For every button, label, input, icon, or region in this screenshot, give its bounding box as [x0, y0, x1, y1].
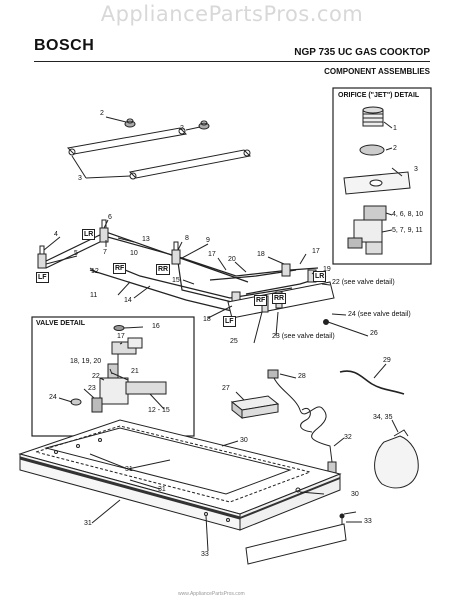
- brand-logo: BOSCH: [34, 37, 95, 54]
- valve-assembly-part: [70, 325, 167, 413]
- burner-bracket-upper: [66, 127, 188, 155]
- callout-2: 2: [180, 125, 184, 132]
- callout-22: 22 (see valve detail): [332, 279, 395, 286]
- callout-9: 9: [206, 237, 210, 244]
- callout-29: 29: [383, 357, 391, 364]
- callout-18: 18: [257, 251, 265, 258]
- tag-rf: RF: [254, 295, 268, 306]
- orifice-detail-box: [332, 87, 432, 265]
- front-trim-strip: [245, 513, 347, 565]
- callout-7: 7: [103, 249, 107, 256]
- tag-lr: LR: [313, 271, 327, 282]
- valve-detail-title: VALVE DETAIL: [36, 320, 85, 327]
- valve-callout-12-15: 12 - 15: [148, 407, 170, 414]
- callout-31: 31: [84, 520, 92, 527]
- callout-27: 27: [222, 385, 230, 392]
- tag-lr: LR: [82, 229, 96, 240]
- orifice-callout-4-6-8-10: 4, 6, 8, 10: [392, 211, 424, 218]
- tube-fitting: [171, 241, 181, 265]
- tag-rf: RF: [113, 263, 127, 274]
- bracket-nut: [124, 118, 136, 128]
- callout-5: 5: [74, 250, 78, 257]
- tag-rr: RR: [156, 264, 171, 275]
- cooktop-tray: [18, 419, 342, 531]
- callout-31: 31: [158, 486, 166, 493]
- orifice-callout-3: 3: [414, 166, 418, 173]
- callout-24: 24 (see valve detail): [348, 311, 411, 318]
- callout-20: 20: [228, 256, 236, 263]
- callout-30: 30: [351, 491, 359, 498]
- callout-34-35: 34, 35: [373, 414, 393, 421]
- callout-32: 32: [344, 434, 352, 441]
- callout-11: 11: [90, 292, 98, 299]
- orifice-holder-part: [347, 205, 387, 255]
- tag-lf: LF: [223, 316, 236, 327]
- tag-lf: LF: [36, 272, 49, 283]
- valve-callout-16: 16: [152, 323, 160, 330]
- orifice-ring-part: [359, 144, 385, 156]
- site-watermark: AppliancePartsPros.com: [100, 2, 364, 26]
- tag-rr: RR: [272, 293, 287, 304]
- power-cord-part: [339, 370, 405, 395]
- callout-18: 18: [203, 316, 211, 323]
- callout-4: 4: [54, 231, 58, 238]
- callout-14: 14: [124, 297, 132, 304]
- spark-module: [230, 395, 280, 420]
- orifice-plate-part: [343, 171, 411, 195]
- callout-15: 15: [172, 277, 180, 284]
- callout-30: 30: [240, 437, 248, 444]
- bracket-nut: [198, 120, 210, 130]
- header-rule: [34, 61, 430, 62]
- valve-callout-18-19-20: 18, 19, 20: [70, 358, 102, 365]
- callout-19: 19: [323, 266, 331, 273]
- section-title: COMPONENT ASSEMBLIES: [324, 67, 430, 76]
- footer-url: www.AppliancePartsPros.com: [178, 591, 245, 597]
- callout-23: 23 (see valve detail): [272, 333, 335, 340]
- valve-callout-24: 24: [49, 394, 57, 401]
- callout-25: 25: [230, 338, 238, 345]
- valve-callout-22: 22: [92, 373, 100, 380]
- callout-6: 6: [108, 214, 112, 221]
- orifice-callout-2: 2: [393, 145, 397, 152]
- parts-bag: [374, 429, 419, 489]
- callout-33: 33: [201, 551, 209, 558]
- model-title: NGP 735 UC GAS COOKTOP: [294, 47, 430, 58]
- tube-fitting: [281, 263, 291, 277]
- valve-callout-21: 21: [131, 368, 139, 375]
- burner-bracket-lower: [128, 149, 252, 179]
- valve-callout-17: 17: [117, 333, 125, 340]
- callout-31: 31: [125, 466, 133, 473]
- callout-10: 10: [130, 250, 138, 257]
- orifice-callout-1: 1: [393, 125, 397, 132]
- callout-17: 17: [208, 251, 216, 258]
- callout-26: 26: [370, 330, 378, 337]
- valve-callout-23: 23: [88, 385, 96, 392]
- orifice-callout-5-7-9-11: 5, 7, 9, 11: [392, 227, 423, 234]
- callout-33: 33: [364, 518, 372, 525]
- callout-2: 2: [100, 110, 104, 117]
- callout-3: 3: [78, 175, 82, 182]
- callout-8: 8: [185, 235, 189, 242]
- orifice-jet-part: [362, 106, 384, 127]
- callout-12: 12: [91, 268, 99, 275]
- callout-17: 17: [312, 248, 320, 255]
- orifice-detail-title: ORIFICE ("JET") DETAIL: [338, 92, 420, 99]
- callout-13: 13: [142, 236, 150, 243]
- callout-28: 28: [298, 373, 306, 380]
